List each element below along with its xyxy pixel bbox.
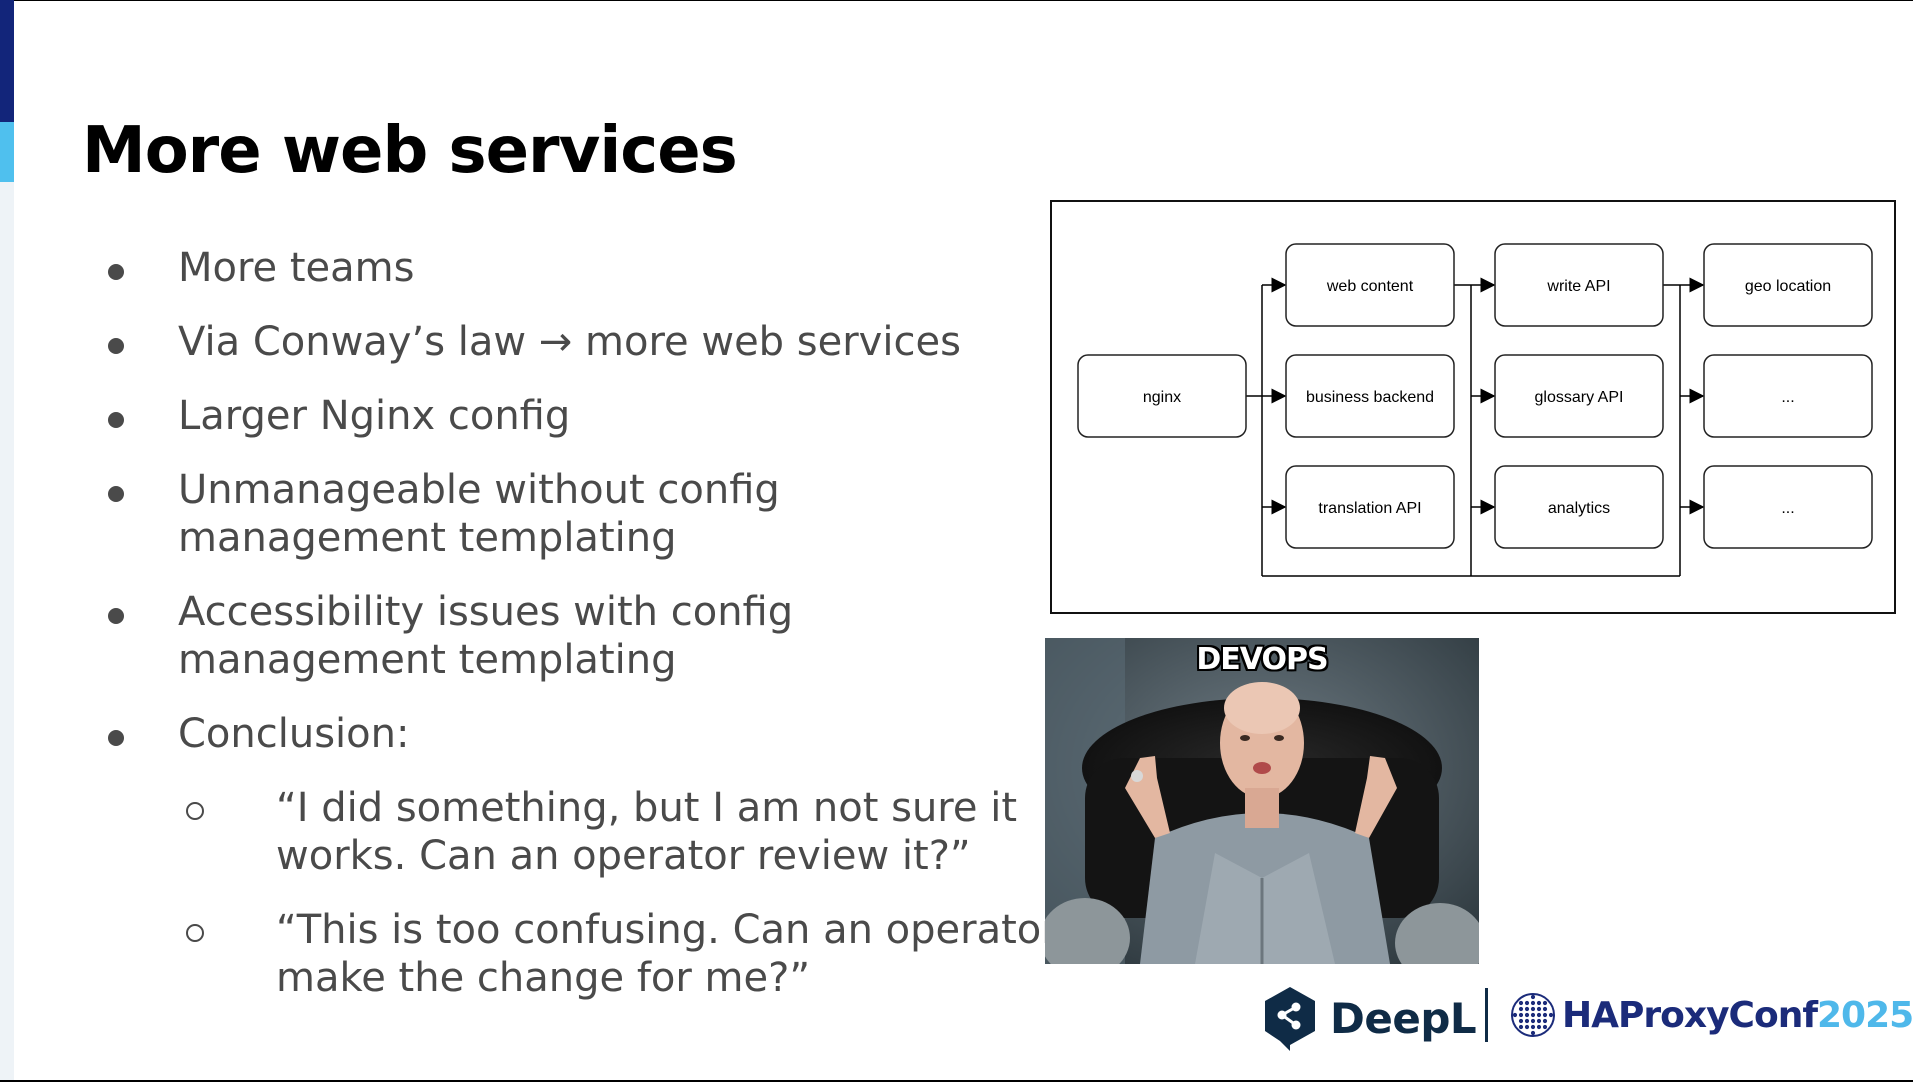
globe-dot	[1530, 1012, 1536, 1018]
sub-bullet-item: “I did something, but I am not sure it w…	[178, 784, 1118, 880]
haproxy-globe-icon	[1511, 993, 1555, 1037]
left-strip	[0, 0, 14, 1082]
meme-illustration	[1045, 638, 1479, 964]
globe-dot	[1518, 1018, 1524, 1024]
globe-dot	[1530, 1024, 1536, 1030]
globe-dot	[1524, 1012, 1530, 1018]
diagram-node: ...	[1703, 465, 1873, 549]
globe-dot	[1548, 1012, 1554, 1018]
diagram-node-label: ...	[1781, 389, 1794, 406]
bullet-text: Accessibility issues with config managem…	[178, 589, 794, 683]
diagram-canvas: nginx web content business backend translat…	[1077, 243, 1873, 577]
bullet-circle-icon	[186, 802, 204, 820]
meme-image: DEVOPS	[1045, 638, 1479, 964]
deepl-logo-icon	[1265, 987, 1315, 1051]
bullet-item: Unmanageable without config management t…	[100, 466, 1040, 562]
diagram-node-label: business backend	[1306, 389, 1434, 406]
haproxyconf-logo-text: HAProxyConf	[1562, 994, 1818, 1036]
diagram-node-label: geo location	[1745, 278, 1831, 295]
globe-dot	[1536, 1012, 1542, 1018]
bullet-item: Larger Nginx config	[100, 392, 1040, 440]
sub-bullet-text: “I did something, but I am not sure it w…	[276, 785, 1017, 879]
globe-dot	[1524, 1024, 1530, 1030]
slide-title: More web services	[82, 114, 738, 188]
globe-dot	[1524, 1006, 1530, 1012]
globe-dot	[1524, 1000, 1530, 1006]
bullet-item: More teams	[100, 244, 1040, 292]
sub-bullet-item: “This is too confusing. Can an operator …	[178, 906, 1118, 1002]
diagram-node-label: analytics	[1548, 500, 1610, 517]
diagram-node-label: glossary API	[1535, 389, 1624, 406]
diagram-node: glossary API	[1494, 354, 1664, 438]
diagram-node-label: translation API	[1318, 500, 1421, 517]
bullet-item: Accessibility issues with config managem…	[100, 588, 1040, 684]
diagram-node: write API	[1494, 243, 1664, 327]
globe-dot	[1518, 1000, 1524, 1006]
globe-dot	[1536, 1006, 1542, 1012]
diagram-node-label: nginx	[1143, 389, 1181, 406]
left-accent-dark	[0, 0, 14, 122]
bullet-dot-icon	[108, 264, 124, 280]
diagram-node-label: ...	[1781, 500, 1794, 517]
globe-dot	[1518, 1012, 1524, 1018]
diagram-node: ...	[1703, 354, 1873, 438]
bullet-text: Larger Nginx config	[178, 393, 571, 439]
diagram-node-label: write API	[1546, 278, 1610, 295]
globe-dot	[1524, 1018, 1530, 1024]
bullet-dot-icon	[108, 486, 124, 502]
bullet-dot-icon	[108, 412, 124, 428]
bullet-text: More teams	[178, 245, 415, 291]
diagram-nodes: nginx web content business backend translat…	[1077, 243, 1873, 549]
globe-dot	[1536, 1000, 1542, 1006]
globe-dot	[1542, 1000, 1548, 1006]
globe-dot	[1530, 1018, 1536, 1024]
globe-dot	[1542, 1012, 1548, 1018]
bullet-dot-icon	[108, 730, 124, 746]
deepl-logo: DeepL	[1262, 984, 1477, 1052]
globe-dot	[1542, 1024, 1548, 1030]
sub-bullet-list: “I did something, but I am not sure it w…	[178, 784, 1058, 1002]
globe-dot	[1530, 1000, 1536, 1006]
bullet-dot-icon	[108, 608, 124, 624]
diagram-node-label: web content	[1326, 278, 1414, 295]
diagram-node-root: nginx	[1077, 354, 1247, 438]
globe-dot	[1518, 1024, 1524, 1030]
diagram-node: web content	[1285, 243, 1455, 327]
globe-dot	[1530, 994, 1536, 1000]
globe-dot	[1512, 1012, 1518, 1018]
globe-dot	[1542, 1018, 1548, 1024]
globe-dot	[1530, 1006, 1536, 1012]
sub-bullet-text: “This is too confusing. Can an operator …	[276, 907, 1058, 1001]
meme-caption: DEVOPS	[1196, 642, 1328, 677]
deepl-logo-text: DeepL	[1330, 993, 1477, 1043]
bullet-dot-icon	[108, 338, 124, 354]
bullet-item: Conclusion: “I did something, but I am n…	[100, 710, 1058, 1002]
architecture-diagram: nginx web content business backend translat…	[1050, 200, 1896, 614]
bullet-circle-icon	[186, 924, 204, 942]
haproxyconf-year-text: 2025	[1817, 994, 1913, 1036]
bullet-text: Via Conway’s law → more web services	[178, 319, 961, 365]
globe-dot	[1542, 1006, 1548, 1012]
diagram-node: business backend	[1285, 354, 1455, 438]
globe-dot	[1536, 1018, 1542, 1024]
globe-dot	[1536, 1024, 1542, 1030]
diagram-node: translation API	[1285, 465, 1455, 549]
bullet-item: Via Conway’s law → more web services	[100, 318, 1040, 366]
bullet-text: Unmanageable without config management t…	[178, 467, 780, 561]
top-border	[0, 0, 1913, 1]
bullet-text: Conclusion:	[178, 711, 410, 757]
diagram-edges	[1246, 277, 1705, 577]
bottom-border	[0, 1080, 1913, 1082]
diagram-node: analytics	[1494, 465, 1664, 549]
diagram-node: geo location	[1703, 243, 1873, 327]
globe-dot	[1530, 1030, 1536, 1036]
globe-dot	[1518, 1006, 1524, 1012]
left-accent-light	[0, 122, 14, 182]
bullet-list: More teams Via Conway’s law → more web s…	[100, 244, 1058, 1028]
logo-separator	[1485, 988, 1488, 1042]
